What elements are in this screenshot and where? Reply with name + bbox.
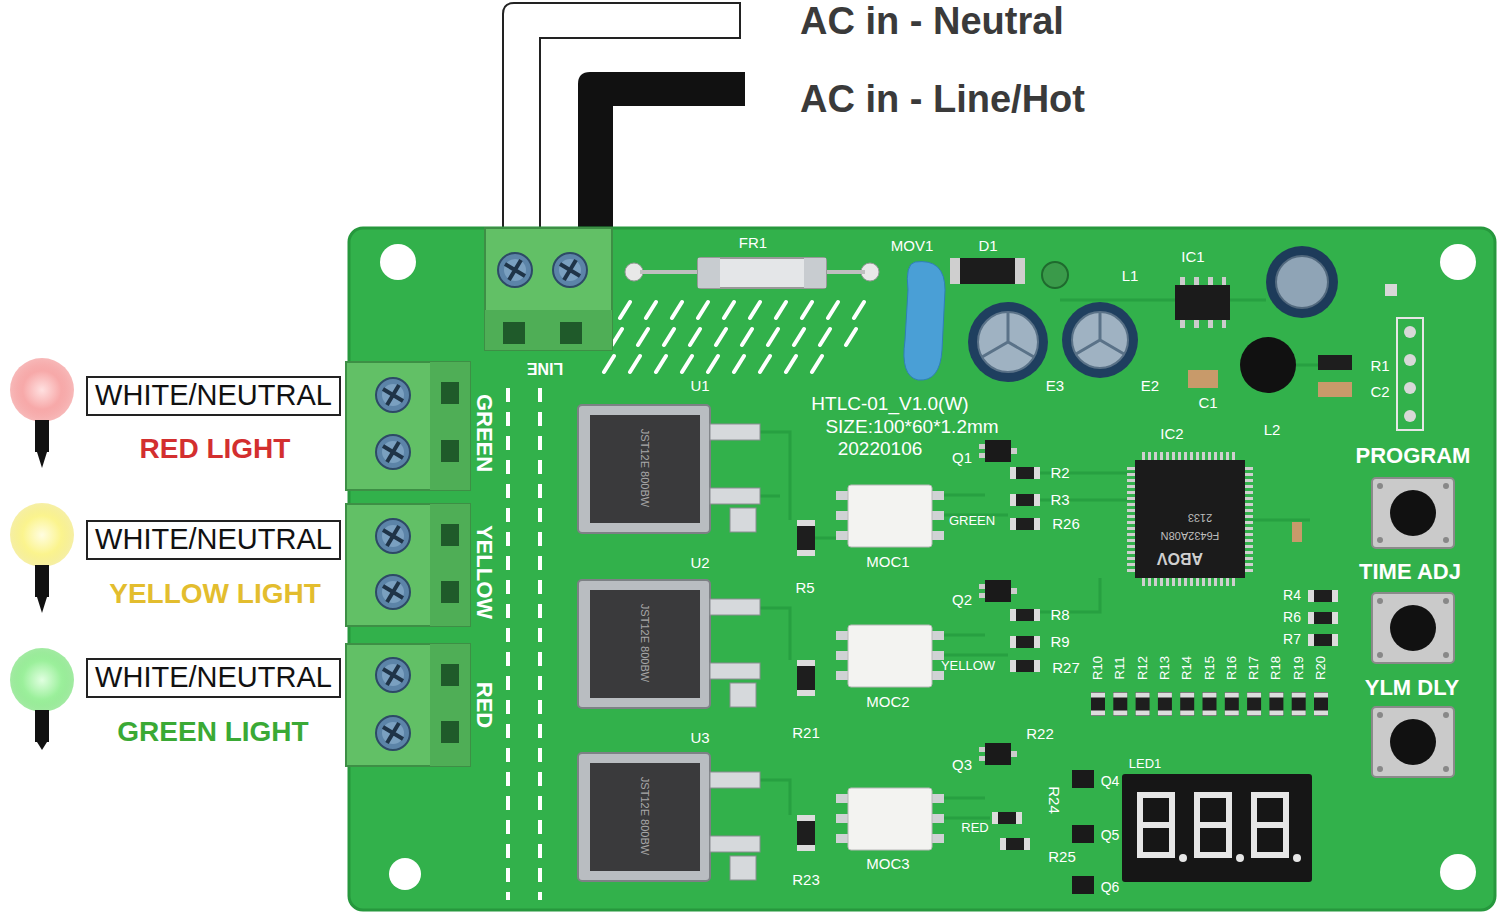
silkscreen-label: MOC2	[866, 694, 909, 711]
chip-marking: JST12E 800BW	[639, 777, 651, 855]
silkscreen-label: R17	[1247, 656, 1261, 680]
chip-marking: JST12E 800BW	[639, 604, 651, 682]
wire-label: AC in - Line/Hot	[800, 79, 1085, 121]
silkscreen-label: Q4	[1101, 774, 1120, 789]
terminal-label: RED	[472, 682, 496, 728]
silkscreen-label: MOC3	[866, 856, 909, 873]
button-label: YLM DLY	[1365, 676, 1460, 700]
wire-tag-text: WHITE/NEUTRAL	[95, 524, 332, 556]
board-date: 20220106	[838, 439, 923, 460]
silkscreen-label: U3	[690, 730, 709, 747]
silkscreen-label: R8	[1050, 607, 1069, 624]
terminal-label: LINE	[527, 359, 563, 377]
silkscreen-label: U2	[690, 555, 709, 572]
light-bulbs	[10, 358, 74, 750]
terminal-label: GREEN	[472, 394, 496, 472]
silkscreen-label: Q1	[952, 450, 972, 467]
board-size: SIZE:100*60*1.2mm	[825, 417, 998, 438]
wire-tag-box: WHITE/NEUTRAL	[86, 658, 341, 698]
chip-marking: F6432A08N	[1161, 530, 1220, 542]
silkscreen-label: L2	[1264, 422, 1281, 439]
terminal-blocks	[346, 228, 612, 766]
wire-tag-text: WHITE/NEUTRAL	[95, 380, 332, 412]
terminal-label: YELLOW	[472, 525, 496, 619]
silkscreen-label: MOC1	[866, 554, 909, 571]
silkscreen-label: R9	[1050, 634, 1069, 651]
board-name: HTLC-01_V1.0(W)	[811, 394, 968, 415]
silkscreen-label: R16	[1225, 656, 1239, 680]
silkscreen-label: R26	[1052, 516, 1080, 533]
silkscreen-label: LED1	[1129, 757, 1162, 771]
silkscreen-label: E3	[1046, 378, 1064, 395]
silkscreen-label: Q5	[1101, 828, 1120, 843]
silkscreen-label: GREEN	[949, 514, 995, 528]
silkscreen-label: D1	[978, 238, 997, 255]
silkscreen-label: IC1	[1181, 249, 1204, 266]
chip-marking: JST12E 800BW	[639, 429, 651, 507]
silkscreen-label: YELLOW	[941, 659, 995, 673]
silkscreen-label: R24	[1046, 786, 1063, 814]
silkscreen-label: FR1	[739, 235, 767, 252]
silkscreen-label: R2	[1050, 465, 1069, 482]
silkscreen-label: R14	[1180, 656, 1194, 680]
output-channels	[578, 405, 1040, 881]
silkscreen-label: R25	[1048, 849, 1076, 866]
silkscreen-label: C2	[1370, 384, 1389, 401]
pcb	[349, 228, 1495, 910]
silkscreen-label: E2	[1141, 378, 1159, 395]
chip-marking: 2133	[1188, 512, 1212, 524]
silkscreen-label: L1	[1122, 268, 1139, 285]
power-components	[625, 246, 1423, 430]
silkscreen-label: R22	[1026, 726, 1054, 743]
silkscreen-label: Q6	[1101, 880, 1120, 895]
wire-label: AC in - Neutral	[800, 1, 1064, 43]
silkscreen-label: R13	[1158, 656, 1172, 680]
silkscreen-label: R12	[1135, 656, 1149, 680]
chip-marking: ABOV	[1157, 549, 1203, 567]
silkscreen-label: Q3	[952, 757, 972, 774]
wire-tag-box: WHITE/NEUTRAL	[86, 520, 341, 560]
silkscreen-label: R23	[792, 872, 820, 889]
silkscreen-label: R15	[1202, 656, 1216, 680]
silkscreen-label: R4	[1283, 588, 1301, 603]
silkscreen-label: R20	[1314, 656, 1328, 680]
silkscreen-label: R27	[1052, 660, 1080, 677]
light-label: YELLOW LIGHT	[109, 579, 321, 610]
silkscreen-label: R11	[1113, 657, 1127, 680]
silkscreen-label: R3	[1050, 492, 1069, 509]
silkscreen-label: R19	[1292, 656, 1306, 680]
silkscreen-label: R1	[1370, 358, 1389, 375]
button-label: TIME ADJ	[1359, 560, 1461, 584]
silkscreen-label: R6	[1283, 610, 1301, 625]
button-label: PROGRAM	[1356, 444, 1471, 468]
light-label: RED LIGHT	[140, 434, 291, 465]
wire-tag-box: WHITE/NEUTRAL	[86, 376, 341, 416]
ac-wires	[503, 3, 745, 228]
wire-tag-text: WHITE/NEUTRAL	[95, 662, 332, 694]
silkscreen-label: RED	[961, 821, 988, 835]
silkscreen-label: MOV1	[891, 238, 934, 255]
light-label: GREEN LIGHT	[117, 717, 308, 748]
silkscreen-label: R10	[1091, 656, 1105, 680]
silkscreen-label: U1	[690, 378, 709, 395]
silkscreen-label: R21	[792, 725, 820, 742]
silkscreen-label: IC2	[1160, 426, 1183, 443]
silkscreen-label: R5	[795, 580, 814, 597]
silkscreen-label: C1	[1198, 395, 1217, 412]
silkscreen-label: R18	[1269, 656, 1283, 680]
silkscreen-label: R7	[1283, 632, 1301, 647]
silkscreen-label: Q2	[952, 592, 972, 609]
